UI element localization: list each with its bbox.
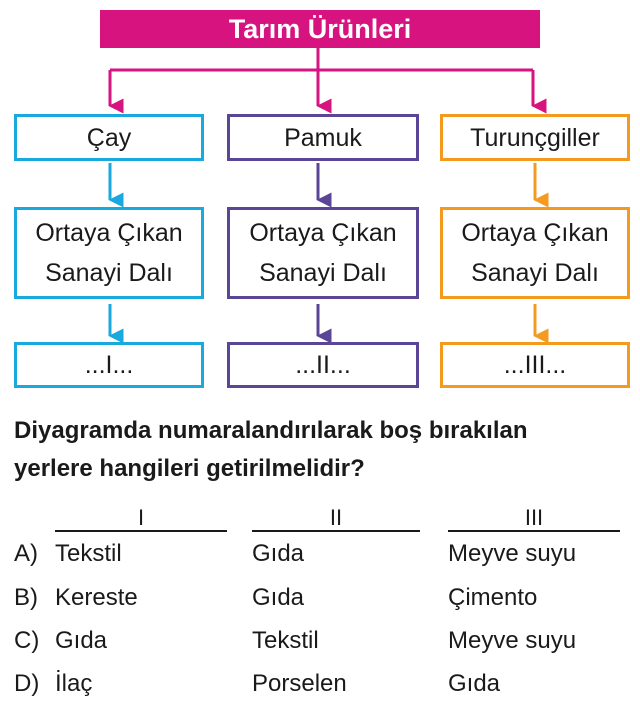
question-line2: yerlere hangileri getirilmelidir? [14, 455, 365, 482]
question-line1: Diyagramda numaralandırılarak boş bırakı… [14, 417, 528, 444]
blank-box-1: ...I... [14, 342, 204, 388]
question-text: Diyagramda numaralandırılarak boş bırakı… [14, 412, 634, 488]
header-III: III [448, 506, 620, 532]
option-letter: B) [14, 584, 38, 611]
option-value: Porselen [252, 670, 347, 697]
diagram-title: Tarım Ürünleri [100, 10, 540, 48]
option-value: İlaç [55, 670, 93, 697]
title-branches [108, 48, 547, 114]
product-label: Pamuk [284, 123, 362, 152]
blank-label: ...I... [84, 351, 134, 379]
option-value: Gıda [252, 540, 305, 567]
option-value: Meyve suyu [448, 627, 577, 654]
product-label: Çay [86, 123, 132, 152]
industry-line2: Sanayi Dalı [259, 259, 387, 287]
option-value: Gıda [252, 584, 305, 611]
industry-line2: Sanayi Dalı [471, 259, 599, 287]
option-value: Kereste [55, 584, 138, 611]
option-value: Gıda [448, 670, 501, 697]
blank-box-2: ...II... [227, 342, 419, 388]
product-box-cay: Çay [14, 114, 204, 161]
option-value: Meyve suyu [448, 540, 577, 567]
option-letter: D) [14, 670, 40, 697]
industry-line1: Ortaya Çıkan [35, 219, 183, 247]
option-value: Tekstil [252, 627, 319, 654]
industry-line1: Ortaya Çıkan [249, 219, 397, 247]
blank-box-3: ...III... [440, 342, 630, 388]
blank-label: ...III... [503, 351, 567, 379]
option-value: Gıda [55, 627, 108, 654]
header-I: I [55, 506, 227, 532]
header-II: II [252, 506, 420, 532]
option-letter: A) [14, 540, 38, 567]
option-value: Çimento [448, 584, 538, 611]
blank-label: ...II... [295, 351, 351, 379]
industry-line1: Ortaya Çıkan [461, 219, 609, 247]
industry-line2: Sanayi Dalı [45, 259, 173, 287]
product-box-turuncgiller: Turunçgiller [440, 114, 630, 161]
connector-arrows [108, 48, 549, 344]
option-letter: C) [14, 627, 40, 654]
option-value: Tekstil [55, 540, 122, 567]
product-label: Turunçgiller [470, 123, 600, 152]
product-box-pamuk: Pamuk [227, 114, 419, 161]
